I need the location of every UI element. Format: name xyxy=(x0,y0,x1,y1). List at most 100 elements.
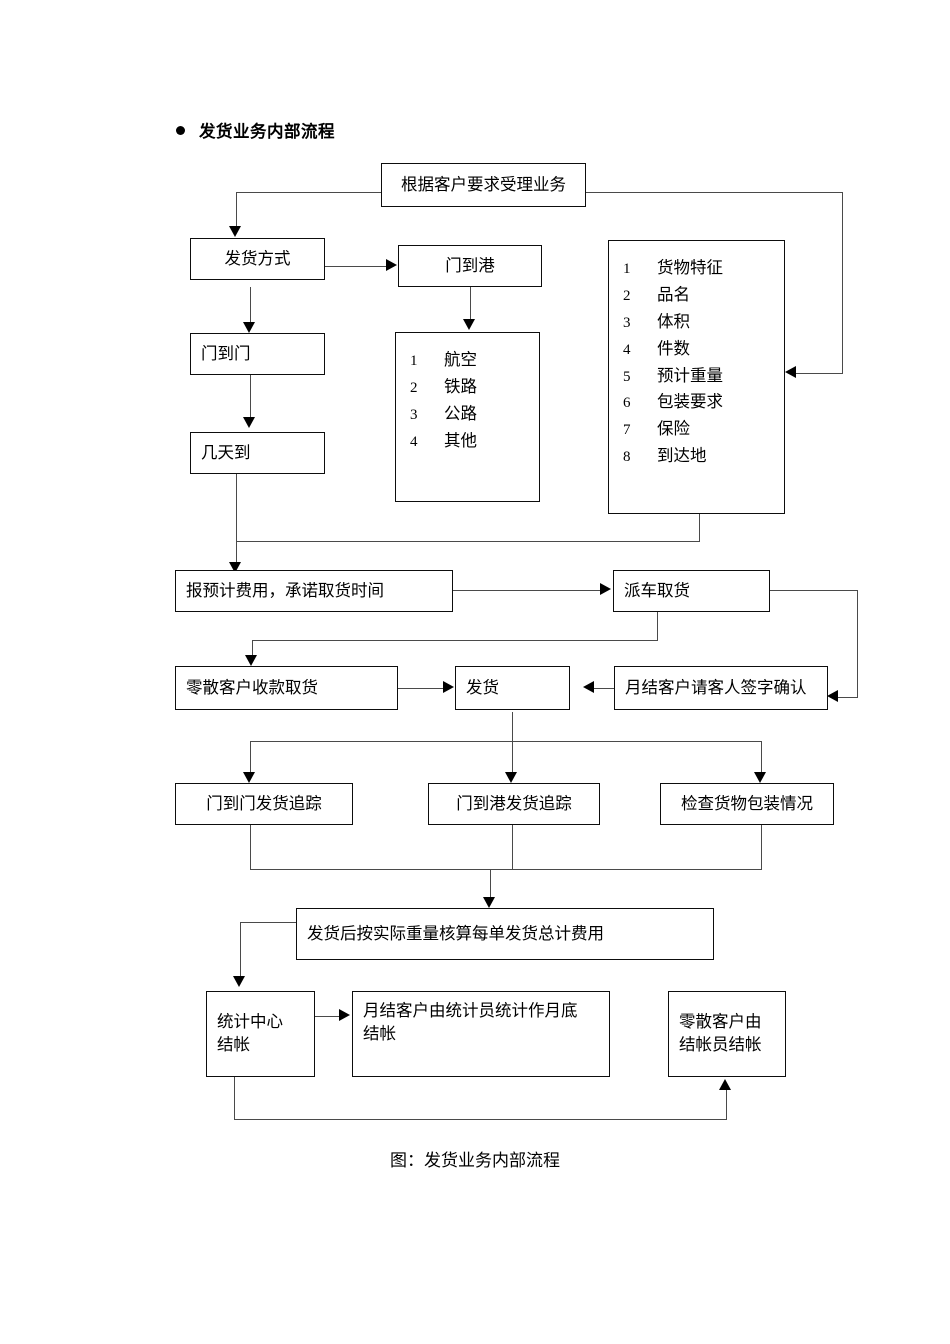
arrow-into-track-door-to-port xyxy=(505,772,517,783)
list-item: 2 铁路 xyxy=(410,374,539,401)
list-item-number: 1 xyxy=(623,261,631,277)
list-item: 1 货物特征 xyxy=(623,255,784,282)
page-title: 发货业务内部流程 xyxy=(199,123,335,141)
list-item-number: 1 xyxy=(410,353,418,369)
arrow-into-transport-list xyxy=(463,319,475,330)
connector-door-to-days xyxy=(250,375,252,417)
list-item-label: 保险 xyxy=(657,420,690,439)
node-calculate-total-fee[interactable]: 发货后按实际重量核算每单发货总计费用 xyxy=(296,908,714,960)
node-track-door-to-port[interactable]: 门到港发货追踪 xyxy=(428,783,600,825)
connector-tracking-merge-horizontal xyxy=(250,869,762,871)
connector-bottom-loop-horizontal xyxy=(234,1119,727,1121)
node-days-to-arrive-label: 几天到 xyxy=(201,443,251,462)
arrow-into-cargo-list xyxy=(785,366,796,378)
connector-accept-right-vertical xyxy=(842,192,844,373)
connector-accept-to-method-horizontal xyxy=(236,192,382,194)
node-monthly-settle-label: 月结客户由统计员统计作月底 结帐 xyxy=(363,1002,578,1043)
node-statistics-center-settle-label: 统计中心 结帐 xyxy=(217,1013,283,1054)
connector-dispatch-right-vertical xyxy=(857,590,859,697)
connector-into-monthly-sign-horizontal xyxy=(838,697,858,699)
connector-accept-to-method-vertical xyxy=(236,192,238,226)
connector-dispatch-right-horizontal xyxy=(770,590,858,592)
connector-bottom-loop-vertical xyxy=(726,1090,728,1120)
list-item: 3 公路 xyxy=(410,401,539,428)
node-calculate-total-fee-label: 发货后按实际重量核算每单发货总计费用 xyxy=(307,924,604,943)
connector-dispatch-down xyxy=(657,612,659,641)
arrow-into-track-door-to-door xyxy=(243,772,255,783)
list-item: 7 保险 xyxy=(623,416,784,443)
list-item: 1 航空 xyxy=(410,347,539,374)
list-item-number: 3 xyxy=(410,406,418,423)
node-quote-and-promise[interactable]: 报预计费用，承诺取货时间 xyxy=(175,570,453,612)
node-monthly-settle[interactable]: 月结客户由统计员统计作月底 结帐 xyxy=(352,991,610,1077)
connector-ship-down xyxy=(512,712,514,741)
node-retail-customer-collect[interactable]: 零散客户收款取货 xyxy=(175,666,398,710)
node-check-packaging[interactable]: 检查货物包装情况 xyxy=(660,783,834,825)
node-door-to-port[interactable]: 门到港 xyxy=(398,245,542,287)
arrow-into-quote-box xyxy=(229,562,241,573)
node-accept-business[interactable]: 根据客户要求受理业务 xyxy=(381,163,586,207)
connector-track-dp-down xyxy=(512,825,514,870)
connector-port-to-transport-list xyxy=(470,287,472,319)
node-quote-and-promise-label: 报预计费用，承诺取货时间 xyxy=(186,581,384,600)
node-monthly-customer-sign[interactable]: 月结客户请客人签字确认 xyxy=(614,666,828,710)
node-track-door-to-port-label: 门到港发货追踪 xyxy=(456,794,572,813)
arrow-into-calculate-box xyxy=(483,897,495,908)
connector-check-down xyxy=(761,825,763,870)
connector-method-to-port xyxy=(325,266,386,268)
transport-mode-list: 1 航空 2 铁路 3 公路 4 其他 xyxy=(395,332,540,502)
arrow-into-statistics-center xyxy=(233,976,245,987)
node-door-to-door[interactable]: 门到门 xyxy=(190,333,325,375)
arrow-into-ship-goods-left xyxy=(443,681,454,693)
list-item: 4 件数 xyxy=(623,336,784,363)
arrow-into-door-to-door xyxy=(243,322,255,333)
arrow-into-ship-goods-right xyxy=(583,681,594,693)
list-item-number: 3 xyxy=(623,314,631,331)
connector-statistics-down xyxy=(234,1076,236,1120)
arrow-into-retail-collect xyxy=(245,655,257,666)
list-item-number: 4 xyxy=(410,433,418,450)
connector-cargo-list-down xyxy=(699,514,701,542)
list-item-number: 5 xyxy=(623,368,631,385)
list-item-label: 件数 xyxy=(657,339,690,358)
list-item-number: 4 xyxy=(623,341,631,358)
node-retail-customer-collect-label: 零散客户收款取货 xyxy=(186,678,318,697)
connector-accept-right-horizontal xyxy=(586,192,843,194)
node-door-to-door-label: 门到门 xyxy=(201,344,251,363)
list-item-label: 其他 xyxy=(444,431,477,450)
list-item-label: 品名 xyxy=(657,285,690,304)
list-item-label: 到达地 xyxy=(657,447,707,466)
list-item-label: 包装要求 xyxy=(657,393,723,412)
node-shipping-method[interactable]: 发货方式 xyxy=(190,238,325,280)
node-ship-goods[interactable]: 发货 xyxy=(455,666,570,710)
connector-to-check-packaging xyxy=(761,741,763,772)
list-item-label: 预计重量 xyxy=(657,366,723,385)
connector-calculate-to-statistics xyxy=(240,922,242,976)
arrow-into-retail-settle xyxy=(719,1079,731,1090)
node-statistics-center-settle[interactable]: 统计中心 结帐 xyxy=(206,991,315,1077)
node-retail-settle[interactable]: 零散客户由 结帐员结帐 xyxy=(668,991,786,1077)
node-track-door-to-door[interactable]: 门到门发货追踪 xyxy=(175,783,353,825)
list-item: 5 预计重量 xyxy=(623,363,784,390)
list-item: 6 包装要求 xyxy=(623,389,784,416)
list-item: 2 品名 xyxy=(623,282,784,309)
connector-ship-split-horizontal xyxy=(250,741,762,743)
node-dispatch-pickup[interactable]: 派车取货 xyxy=(613,570,770,612)
connector-into-cargo-list-horizontal xyxy=(796,373,843,375)
node-days-to-arrive[interactable]: 几天到 xyxy=(190,432,325,474)
node-ship-goods-label: 发货 xyxy=(466,678,499,697)
list-item: 8 到达地 xyxy=(623,443,784,470)
connector-merge-to-calculate xyxy=(490,869,492,897)
list-item-label: 铁路 xyxy=(444,377,477,396)
list-item-label: 公路 xyxy=(444,404,477,423)
connector-days-to-quote xyxy=(236,474,238,566)
connector-statistics-to-monthly-settle xyxy=(315,1016,339,1018)
connector-calculate-left xyxy=(240,922,297,924)
connector-dispatch-to-retail-vertical xyxy=(252,640,254,655)
connector-to-track-door-to-port xyxy=(512,741,514,772)
page-heading: 发货业务内部流程 xyxy=(176,118,335,142)
connector-to-track-door-to-door xyxy=(250,741,252,772)
connector-quote-to-dispatch xyxy=(453,590,600,592)
figure-caption: 图：发货业务内部流程 xyxy=(390,1151,560,1170)
